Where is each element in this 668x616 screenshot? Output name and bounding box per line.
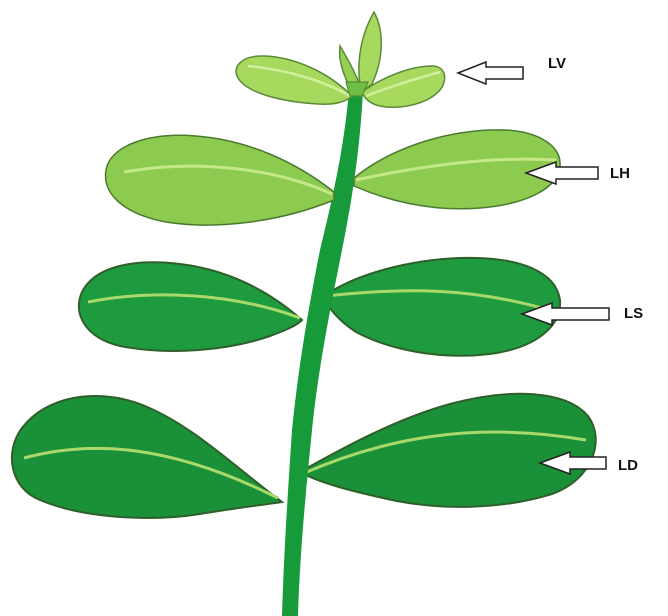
leaf-bottom-left [12, 396, 282, 518]
arrow-lv [458, 62, 523, 84]
leaf-second-right [354, 130, 560, 209]
leaf-bottom-right [300, 394, 596, 507]
leaf-third-right [324, 258, 560, 356]
label-lv: LV [548, 55, 566, 72]
leaf-top-left [236, 56, 352, 104]
leaf-second-left [106, 135, 334, 225]
bud-center-right [359, 12, 381, 92]
label-lh: LH [610, 165, 630, 182]
label-ld: LD [618, 457, 638, 474]
label-ls: LS [624, 305, 643, 322]
